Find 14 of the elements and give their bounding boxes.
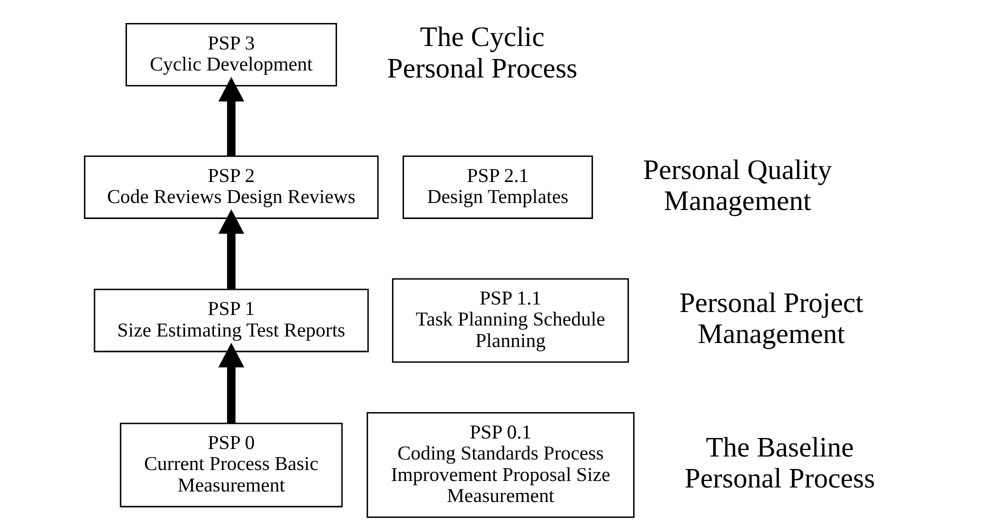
node-box: PSP 2.1 Design Templates (402, 156, 593, 219)
node-box: PSP 3 Cyclic Development (126, 22, 338, 86)
node-box: PSP 2 Code Reviews Design Reviews (84, 156, 379, 219)
node-box: PSP 0 Current Process Basic Measurement (120, 422, 343, 508)
label: Personal Quality Management (643, 154, 832, 217)
label: The Baseline Personal Process (684, 432, 875, 495)
label: The Cyclic Personal Process (387, 22, 578, 84)
node-box: PSP 1.1 Task Planning Schedule Planning (392, 278, 629, 363)
node-box: PSP 1 Size Estimating Test Reports (94, 288, 369, 352)
arrow (218, 209, 244, 289)
node-box: PSP 0.1 Coding Standards Process Improvement Proposal Size Measurement (366, 412, 635, 518)
arrow (218, 76, 244, 156)
label: Personal Project Management (679, 288, 864, 350)
arrow (218, 342, 244, 424)
